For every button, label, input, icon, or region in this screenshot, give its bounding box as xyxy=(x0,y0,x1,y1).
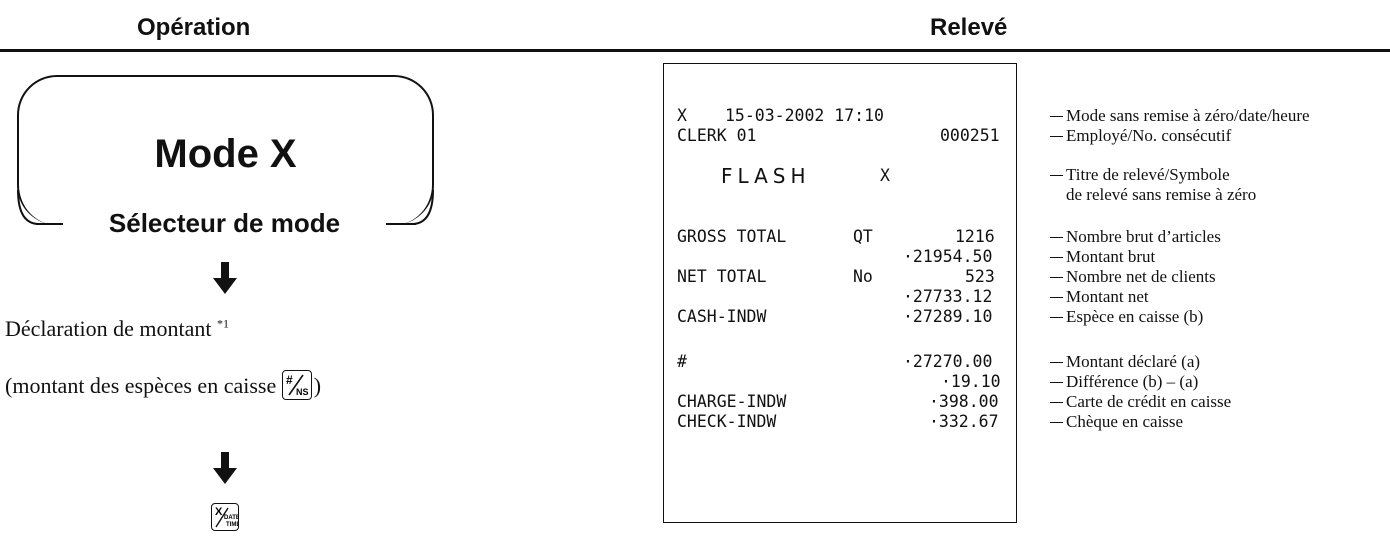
annotation-net-count: Nombre net de clients xyxy=(1066,267,1216,286)
mode-box-bottom-right xyxy=(384,223,416,225)
mode-selector-label: Sélecteur de mode xyxy=(63,206,386,240)
receipt-cash-amount: ·27289.10 xyxy=(903,307,993,326)
receipt-flash-symbol: X xyxy=(880,166,890,185)
annotation-title: Titre de relevé/Symbole xyxy=(1066,165,1230,184)
receipt-cash-label: CASH-INDW xyxy=(677,307,767,326)
annotation-tick xyxy=(1050,317,1063,318)
receipt-datetime: 15-03-2002 17:10 xyxy=(725,106,884,125)
svg-text:NS: NS xyxy=(296,387,309,397)
receipt xyxy=(663,63,1017,523)
annotation-tick xyxy=(1050,422,1063,423)
annotation-gross-count: Nombre brut d’articles xyxy=(1066,227,1221,246)
annotation-tick xyxy=(1050,382,1063,383)
receipt-charge-amount: ·398.00 xyxy=(929,392,999,411)
x-date-time-key-icon: X DATE TIME xyxy=(211,503,239,531)
annotation-tick xyxy=(1050,297,1063,298)
annotation-mode-date: Mode sans remise à zéro/date/heure xyxy=(1066,106,1310,125)
down-arrow-icon xyxy=(213,262,237,294)
cash-amount-text: (montant des espèces en caisse # NS ) xyxy=(5,370,321,403)
receipt-gross-amount: ·21954.50 xyxy=(903,247,993,266)
receipt-consecutive: 000251 xyxy=(940,126,1000,145)
mode-box xyxy=(17,75,434,225)
ns-key-icon: # NS xyxy=(281,370,312,400)
receipt-gross-label: GROSS TOTAL xyxy=(677,227,787,246)
annotation-tick xyxy=(1050,257,1063,258)
annotation-tick xyxy=(1050,237,1063,238)
receipt-net-amount: ·27733.12 xyxy=(903,287,993,306)
svg-text:#: # xyxy=(286,373,293,387)
mode-box-corners xyxy=(17,190,434,225)
annotation-charge: Carte de crédit en caisse xyxy=(1066,392,1232,411)
receipt-clerk: CLERK 01 xyxy=(677,126,757,145)
receipt-check-label: CHECK-INDW xyxy=(677,412,777,431)
receipt-gross-count: 1216 xyxy=(955,227,995,246)
operation-header: Opération xyxy=(137,14,251,41)
receipt-mode: X xyxy=(677,106,687,125)
svg-text:X: X xyxy=(215,506,223,518)
down-arrow-icon xyxy=(213,452,237,484)
annotation-check: Chèque en caisse xyxy=(1066,412,1184,431)
receipt-flash-title: FLASH xyxy=(721,164,811,188)
header-rule xyxy=(0,49,1390,52)
mode-box-bottom-left xyxy=(36,223,66,225)
mode-title: Mode X xyxy=(154,132,297,176)
annotation-tick xyxy=(1050,175,1063,176)
annotation-tick xyxy=(1050,136,1063,137)
declaration-text: Déclaration de montant *1 xyxy=(5,316,229,341)
annotation-difference: Différence (b) – (a) xyxy=(1066,372,1199,391)
annotation-title-2: de relevé sans remise à zéro xyxy=(1066,185,1257,204)
receipt-charge-label: CHARGE-INDW xyxy=(677,392,787,411)
svg-text:DATE: DATE xyxy=(224,515,238,521)
receipt-difference: ·19.10 xyxy=(941,372,1001,391)
annotation-net-amount: Montant net xyxy=(1066,287,1149,306)
annotation-tick xyxy=(1050,402,1063,403)
annotation-cash: Espèce en caisse (b) xyxy=(1066,307,1204,326)
annotation-clerk: Employé/No. consécutif xyxy=(1066,126,1232,145)
annotation-tick xyxy=(1050,362,1063,363)
annotation-tick xyxy=(1050,116,1063,117)
annotation-tick xyxy=(1050,277,1063,278)
annotation-gross-amount: Montant brut xyxy=(1066,247,1156,266)
receipt-gross-qt: QT xyxy=(853,227,873,246)
receipt-net-no: No xyxy=(853,267,873,286)
receipt-hash-label: # xyxy=(677,352,687,371)
receipt-declared-amount: ·27270.00 xyxy=(903,352,993,371)
report-header: Relevé xyxy=(930,14,1008,41)
annotation-declared: Montant déclaré (a) xyxy=(1066,352,1201,371)
receipt-net-label: NET TOTAL xyxy=(677,267,767,286)
svg-text:TIME: TIME xyxy=(226,522,238,528)
receipt-net-count: 523 xyxy=(965,267,995,286)
receipt-check-amount: ·332.67 xyxy=(929,412,999,431)
